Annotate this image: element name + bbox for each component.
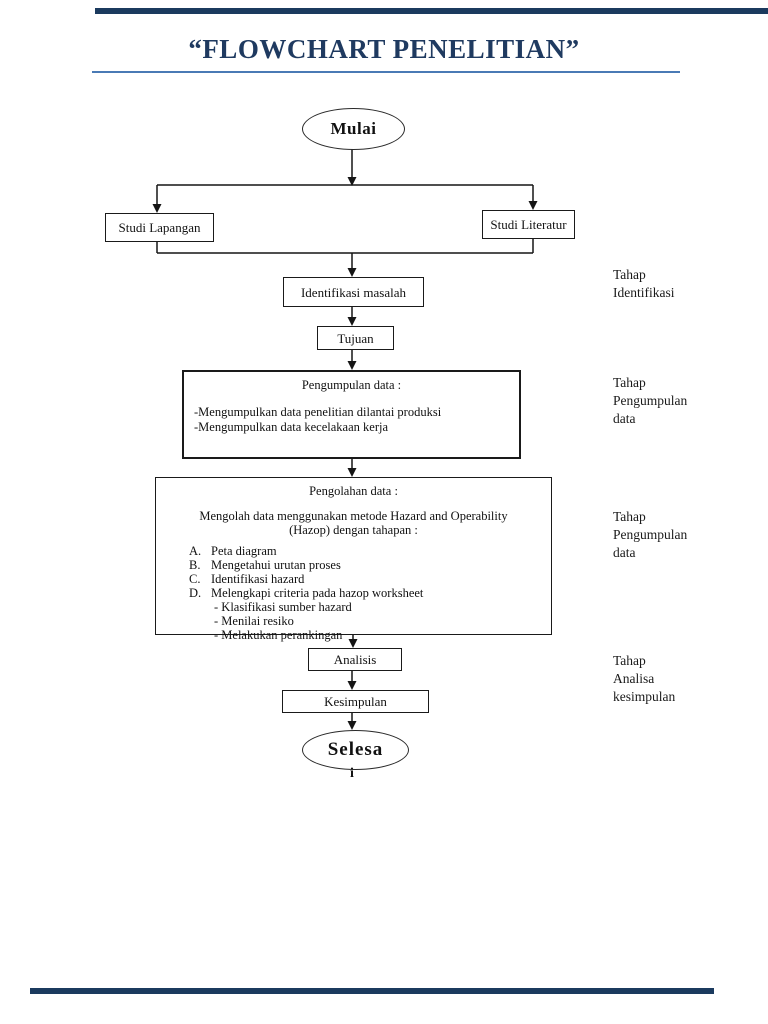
arrowhead xyxy=(348,639,358,648)
identifikasi-label: Identifikasi masalah xyxy=(300,284,407,300)
stage-line: data xyxy=(613,411,636,426)
arrowhead xyxy=(347,361,357,370)
stage-line: data xyxy=(613,545,636,560)
pengolahan-list-item: A. Peta diagram xyxy=(189,544,551,558)
stage-line: Tahap xyxy=(613,375,646,390)
end-terminator: Selesa xyxy=(302,730,409,770)
arrowhead xyxy=(528,201,538,210)
arrowhead xyxy=(347,721,357,730)
bottom-page-bar xyxy=(30,988,714,994)
list-text: Peta diagram xyxy=(211,544,277,558)
stage-line: Tahap xyxy=(613,509,646,524)
process-studi-lapangan: Studi Lapangan xyxy=(105,213,214,242)
arrowhead xyxy=(347,681,357,690)
start-label: Mulai xyxy=(330,119,377,138)
list-marker: A. xyxy=(189,544,202,558)
stage-line: Pengumpulan xyxy=(613,393,688,408)
analisis-label: Analisis xyxy=(333,652,377,667)
kesimpulan-label: Kesimpulan xyxy=(324,694,387,709)
arrowhead xyxy=(152,204,162,213)
process-identifikasi-masalah: Identifikasi masalah xyxy=(283,277,424,307)
pengolahan-list-item: D. Melengkapi criteria pada hazop worksh… xyxy=(189,586,551,600)
tujuan-label: Tujuan xyxy=(337,330,374,346)
pengolahan-sublist-item: - Klasifikasi sumber hazard xyxy=(214,600,352,614)
pengolahan-heading: Pengolahan data : xyxy=(309,484,398,498)
list-marker: C. xyxy=(189,572,201,586)
top-page-bar xyxy=(95,8,768,14)
list-text: Identifikasi hazard xyxy=(211,572,305,586)
stage-line: kesimpulan xyxy=(613,689,676,704)
pengolahan-list-item: C. Identifikasi hazard xyxy=(189,572,551,586)
list-marker: D. xyxy=(189,586,202,600)
list-text: Melengkapi criteria pada hazop worksheet xyxy=(211,586,424,600)
stage-label-pengumpulan-2: Tahap Pengumpulan data xyxy=(613,508,743,562)
pengolahan-sublist-item: - Melakukan perankingan xyxy=(214,628,343,642)
arrowhead xyxy=(347,268,357,277)
process-pengolahan-data: Pengolahan data : Mengolah data mengguna… xyxy=(155,477,552,642)
stage-label-pengumpulan-1: Tahap Pengumpulan data xyxy=(613,374,743,428)
stage-line: Tahap xyxy=(613,653,646,668)
stage-label-identifikasi: Tahap Identifikasi xyxy=(613,266,743,302)
process-analisis: Analisis xyxy=(308,648,402,671)
process-studi-literatur: Studi Literatur xyxy=(482,210,575,239)
start-terminator: Mulai xyxy=(302,108,405,150)
arrowhead xyxy=(347,468,357,477)
stage-line: Tahap xyxy=(613,267,646,282)
end-label-overflow: i xyxy=(350,766,354,781)
process-tujuan: Tujuan xyxy=(317,326,394,350)
end-label: Selesa xyxy=(327,739,384,760)
pengumpulan-item: -Mengumpulkan data penelitian dilantai p… xyxy=(194,405,442,419)
title-underline xyxy=(92,71,680,73)
arrowhead xyxy=(347,177,357,186)
stage-line: Analisa xyxy=(613,671,655,686)
pengumpulan-heading: Pengumpulan data : xyxy=(301,378,402,392)
process-pengumpulan-data: Pengumpulan data : -Mengumpulkan data pe… xyxy=(182,370,521,459)
pengolahan-intro-line: Mengolah data menggunakan metode Hazard … xyxy=(199,509,508,523)
arrowhead xyxy=(347,317,357,326)
list-text: Mengetahui urutan proses xyxy=(211,558,341,572)
pengolahan-sublist-item: - Menilai resiko xyxy=(214,614,294,628)
stage-line: Pengumpulan xyxy=(613,527,688,542)
list-marker: B. xyxy=(189,558,201,572)
stage-line: Identifikasi xyxy=(613,285,675,300)
process-kesimpulan: Kesimpulan xyxy=(282,690,429,713)
pengumpulan-item: -Mengumpulkan data kecelakaan kerja xyxy=(194,420,389,434)
pengolahan-intro-line: (Hazop) dengan tahapan : xyxy=(289,523,418,537)
studi-lapangan-label: Studi Lapangan xyxy=(118,220,201,235)
pengolahan-list-item: B. Mengetahui urutan proses xyxy=(189,558,551,572)
stage-label-analisa-kesimpulan: Tahap Analisa kesimpulan xyxy=(613,652,743,706)
page-title: “FLOWCHART PENELITIAN” xyxy=(188,34,580,64)
studi-literatur-label: Studi Literatur xyxy=(490,217,567,232)
